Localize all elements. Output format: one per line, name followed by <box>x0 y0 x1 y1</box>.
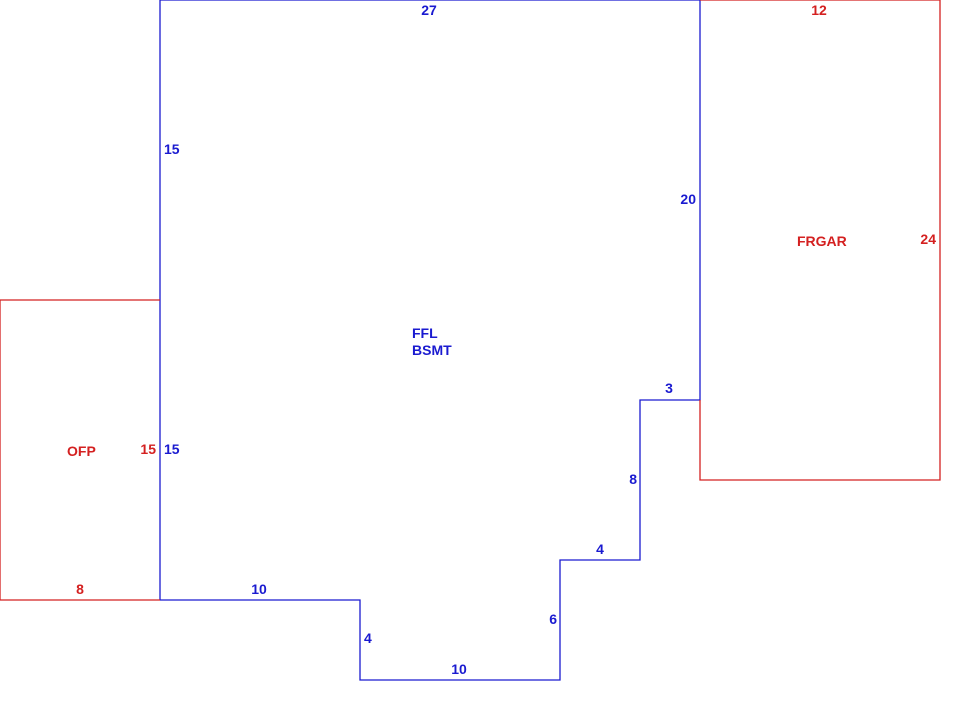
porch-name: OFP <box>67 443 96 459</box>
main-area-name-line2: BSMT <box>412 342 452 358</box>
main-area-outline <box>159 0 701 681</box>
dim-main-bottom-right: 10 <box>451 661 467 677</box>
dim-garage-top: 12 <box>811 2 827 18</box>
dim-porch-side: 15 <box>140 441 156 457</box>
dim-main-notch-side: 4 <box>364 630 372 646</box>
garage-name: FRGAR <box>797 233 847 249</box>
dim-garage-right: 24 <box>920 231 936 247</box>
dim-main-step-mid: 4 <box>596 541 604 557</box>
dim-main-top: 27 <box>421 2 437 18</box>
dim-main-step-top: 3 <box>665 380 673 396</box>
dim-main-right: 20 <box>680 191 696 207</box>
dim-main-bottom-left: 10 <box>251 581 267 597</box>
dim-main-step-right: 8 <box>629 471 637 487</box>
garage-outline <box>699 0 941 481</box>
main-area-name-line1: FFL <box>412 325 438 341</box>
dim-main-left-upper: 15 <box>164 141 180 157</box>
dim-main-step-lower: 6 <box>549 611 557 627</box>
dim-porch-bottom: 8 <box>76 581 84 597</box>
porch-outline <box>0 299 160 601</box>
dim-main-left-lower: 15 <box>164 441 180 457</box>
